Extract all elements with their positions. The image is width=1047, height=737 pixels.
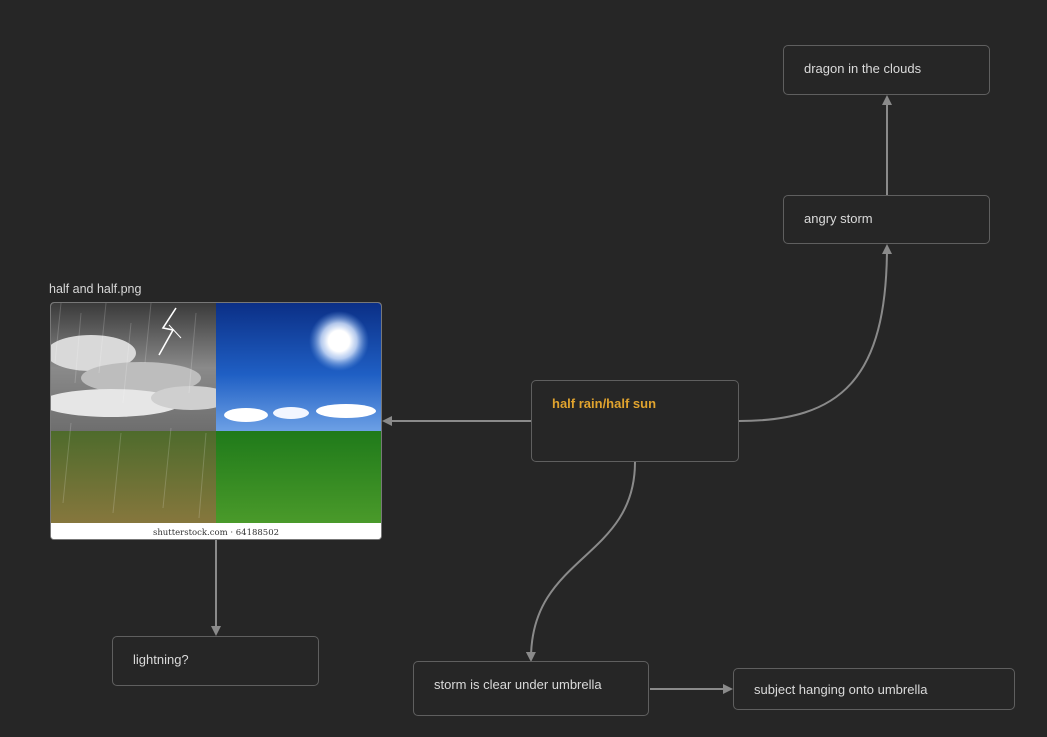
node-dragon-label: dragon in the clouds: [804, 61, 922, 76]
image-filename-label: half and half.png: [49, 282, 142, 296]
node-lightning[interactable]: lightning?: [112, 636, 319, 686]
node-angry-storm-label: angry storm: [804, 211, 873, 226]
node-storm-clear-label: storm is clear under umbrella: [434, 677, 602, 692]
node-angry-storm[interactable]: angry storm: [783, 195, 990, 244]
image-node[interactable]: shutterstock.com · 64188502: [50, 302, 382, 540]
node-dragon[interactable]: dragon in the clouds: [783, 45, 990, 95]
node-central-label: half rain/half sun: [552, 396, 657, 411]
image-watermark: shutterstock.com · 64188502: [153, 528, 279, 538]
half-rain-half-sun-image: shutterstock.com · 64188502: [51, 303, 381, 539]
node-lightning-label: lightning?: [133, 652, 189, 667]
node-central[interactable]: half rain/half sun: [531, 380, 739, 462]
node-storm-clear[interactable]: storm is clear under umbrella: [413, 661, 649, 716]
node-subject-hanging-label: subject hanging onto umbrella: [754, 682, 928, 697]
edge-central-to-angry-storm: [738, 244, 892, 422]
edge-central-to-storm-clear: [525, 461, 636, 662]
node-subject-hanging[interactable]: subject hanging onto umbrella: [733, 668, 1015, 710]
